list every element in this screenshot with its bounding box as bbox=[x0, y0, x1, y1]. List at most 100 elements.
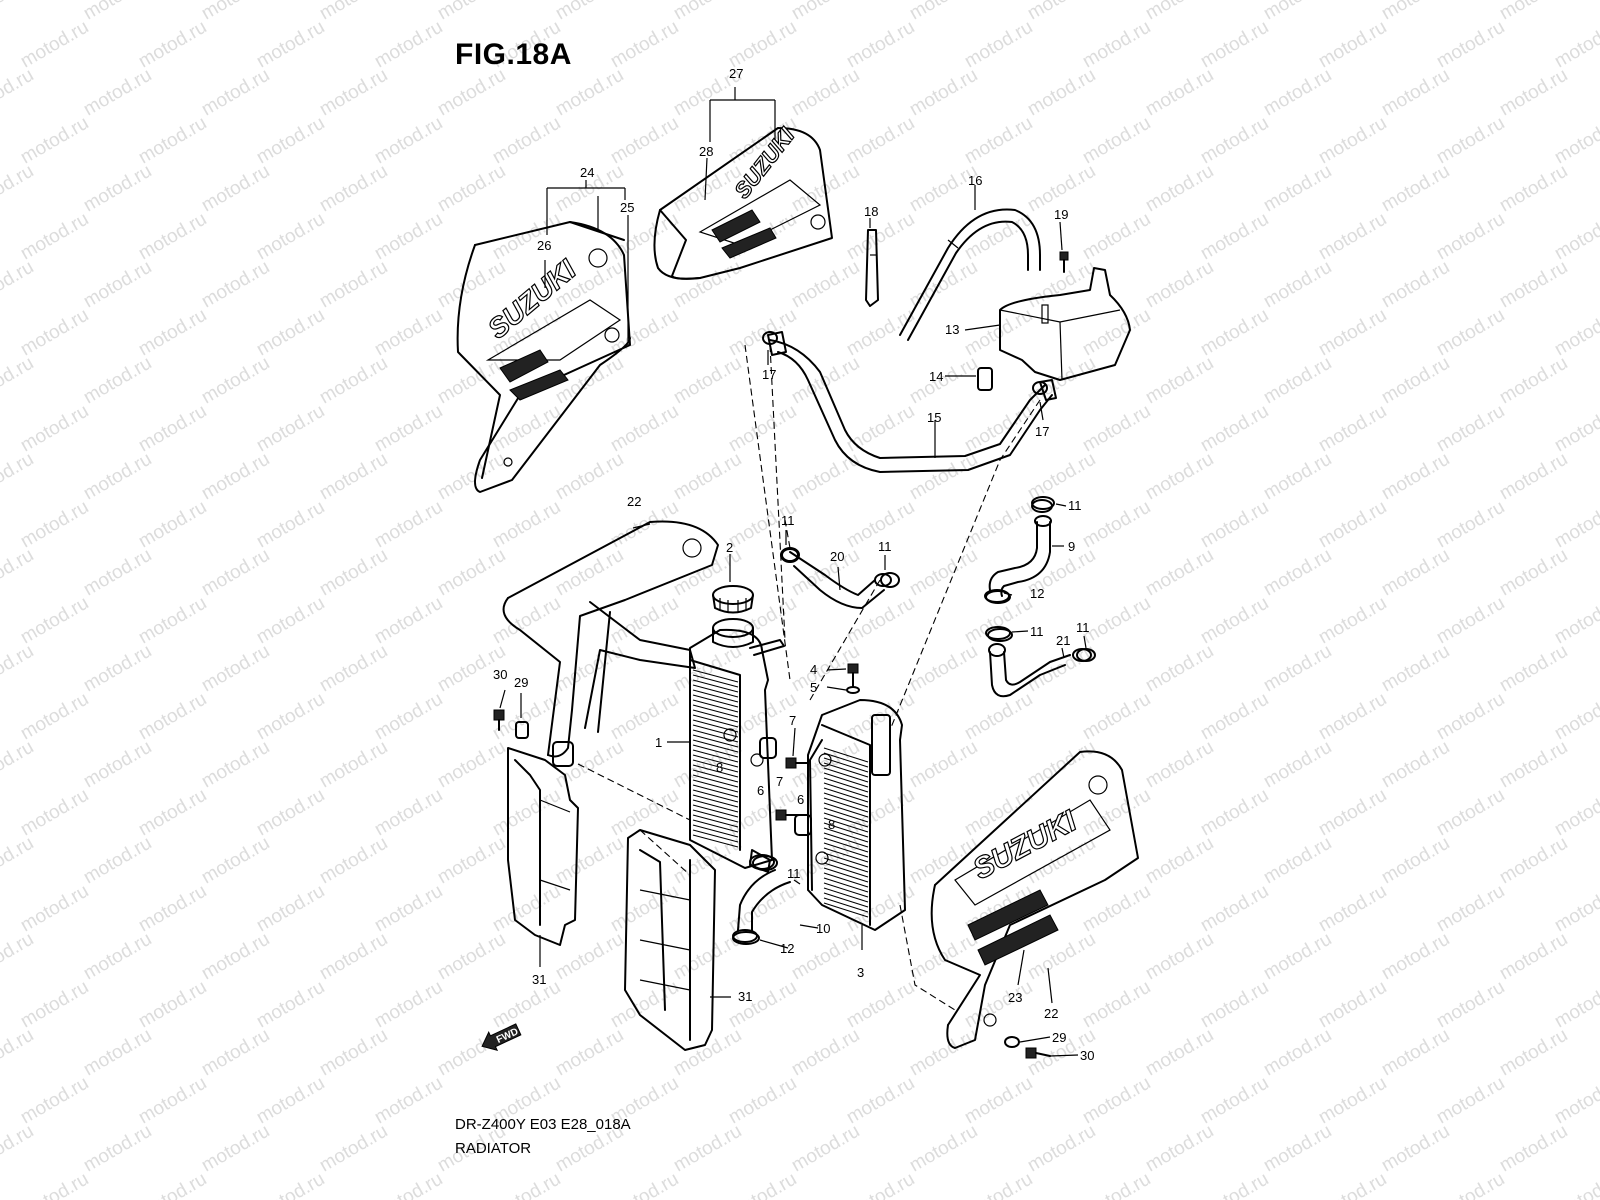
watermark-text: motod.ru bbox=[1260, 1025, 1335, 1081]
watermark-text: motod.ru bbox=[135, 689, 210, 745]
watermark-text: motod.ru bbox=[1142, 353, 1217, 409]
radiator-fin bbox=[692, 724, 739, 738]
watermark-text: motod.ru bbox=[725, 17, 800, 73]
watermark-text: motod.ru bbox=[0, 0, 37, 24]
watermark-text: motod.ru bbox=[1551, 305, 1600, 361]
watermark-text: motod.ru bbox=[843, 209, 918, 265]
watermark-text: motod.ru bbox=[198, 929, 273, 985]
watermark-text: motod.ru bbox=[253, 401, 328, 457]
radiator-cap-2 bbox=[712, 585, 754, 614]
watermark-text: motod.ru bbox=[135, 785, 210, 841]
watermark-text: motod.ru bbox=[961, 305, 1036, 361]
grommet-6-upper bbox=[759, 737, 777, 759]
watermark-text: motod.ru bbox=[1551, 113, 1600, 169]
watermark-text: motod.ru bbox=[253, 689, 328, 745]
radiator-fin bbox=[692, 759, 739, 773]
watermark-text: motod.ru bbox=[198, 1025, 273, 1081]
radiator-fin bbox=[823, 877, 869, 893]
cushion-29-right bbox=[1004, 1036, 1020, 1048]
callout-13: 13 bbox=[945, 322, 959, 337]
watermark-text: motod.ru bbox=[198, 737, 273, 793]
watermark-text: motod.ru bbox=[607, 1169, 682, 1200]
watermark-text: motod.ru bbox=[1024, 737, 1099, 793]
radiator-fin bbox=[823, 847, 869, 863]
bolt-19 bbox=[1059, 251, 1069, 273]
callout-18: 18 bbox=[864, 204, 878, 219]
callout-labels: 27 28 24 25 26 16 18 19 13 14 17 15 17 1… bbox=[493, 66, 1094, 1063]
radiator-fin bbox=[823, 747, 869, 763]
watermark-text: motod.ru bbox=[906, 161, 981, 217]
watermark-text: motod.ru bbox=[1315, 977, 1390, 1033]
callout-4: 4 bbox=[810, 662, 817, 677]
watermark-text: motod.ru bbox=[1197, 977, 1272, 1033]
callout-3: 3 bbox=[857, 965, 864, 980]
watermark-text: motod.ru bbox=[1024, 0, 1099, 24]
radiator-fin bbox=[823, 872, 869, 888]
watermark-text: motod.ru bbox=[1496, 833, 1571, 889]
watermark-text: motod.ru bbox=[1142, 0, 1217, 24]
watermark-text: motod.ru bbox=[0, 929, 37, 985]
watermark-text: motod.ru bbox=[843, 1073, 918, 1129]
watermark-text: motod.ru bbox=[1197, 689, 1272, 745]
watermark-text: motod.ru bbox=[670, 449, 745, 505]
radiator-fin bbox=[823, 777, 869, 793]
watermark-text: motod.ru bbox=[788, 65, 863, 121]
radiator-fin bbox=[823, 862, 869, 878]
watermark-text: motod.ru bbox=[1315, 401, 1390, 457]
callout-30b: 30 bbox=[1080, 1048, 1094, 1063]
watermark-text: motod.ru bbox=[670, 0, 745, 24]
watermark-text: motod.ru bbox=[1378, 65, 1453, 121]
watermark-text: motod.ru bbox=[1433, 113, 1508, 169]
watermark-text: motod.ru bbox=[17, 401, 92, 457]
radiator-fin bbox=[823, 842, 869, 858]
callout-6b: 6 bbox=[797, 792, 804, 807]
watermark-text: motod.ru bbox=[17, 881, 92, 937]
callout-9: 9 bbox=[1068, 539, 1075, 554]
watermark-text: motod.ru bbox=[552, 737, 627, 793]
radiator-fin bbox=[692, 694, 739, 708]
watermark-text: motod.ru bbox=[607, 881, 682, 937]
radiator-fin bbox=[692, 829, 739, 843]
callout-30a: 30 bbox=[493, 667, 507, 682]
watermark-text: motod.ru bbox=[1197, 785, 1272, 841]
watermark-text: motod.ru bbox=[1142, 161, 1217, 217]
watermark-text: motod.ru bbox=[0, 257, 37, 313]
callout-24: 24 bbox=[580, 165, 594, 180]
watermark-text: motod.ru bbox=[1260, 257, 1335, 313]
watermark-text: motod.ru bbox=[371, 593, 446, 649]
radiator-fin bbox=[692, 809, 739, 823]
watermark-text: motod.ru bbox=[1197, 1169, 1272, 1200]
watermark-text: motod.ru bbox=[135, 401, 210, 457]
watermark-text: motod.ru bbox=[198, 1121, 273, 1177]
hose-21 bbox=[987, 628, 1092, 698]
watermark-text: motod.ru bbox=[1378, 641, 1453, 697]
watermark-text: motod.ru bbox=[489, 785, 564, 841]
watermark-text: motod.ru bbox=[1551, 1169, 1600, 1200]
watermark-text: motod.ru bbox=[371, 1169, 446, 1200]
radiator-shroud-left-upper: SUZUKI bbox=[456, 221, 631, 493]
watermark-text: motod.ru bbox=[371, 977, 446, 1033]
watermark-text: motod.ru bbox=[253, 113, 328, 169]
watermark-text: motod.ru bbox=[80, 1025, 155, 1081]
watermark-text: motod.ru bbox=[198, 65, 273, 121]
callout-21: 21 bbox=[1056, 633, 1070, 648]
watermark-text: motod.ru bbox=[1142, 737, 1217, 793]
watermark-text: motod.ru bbox=[371, 113, 446, 169]
watermark-text: motod.ru bbox=[253, 209, 328, 265]
watermark-text: motod.ru bbox=[1024, 1121, 1099, 1177]
watermark-text: motod.ru bbox=[607, 689, 682, 745]
callout-29b: 29 bbox=[1052, 1030, 1066, 1045]
watermark-text: motod.ru bbox=[1378, 1025, 1453, 1081]
watermark-text: motod.ru bbox=[135, 305, 210, 361]
watermark-text: motod.ru bbox=[552, 641, 627, 697]
callout-26: 26 bbox=[537, 238, 551, 253]
watermark-text: motod.ru bbox=[1079, 881, 1154, 937]
watermark-text: motod.ru bbox=[371, 17, 446, 73]
watermark-text: motod.ru bbox=[552, 929, 627, 985]
watermark-text: motod.ru bbox=[1079, 689, 1154, 745]
watermark-text: motod.ru bbox=[1496, 1121, 1571, 1177]
watermark-text: motod.ru bbox=[1197, 401, 1272, 457]
radiator-fin bbox=[692, 764, 739, 778]
watermark-text: motod.ru bbox=[1433, 209, 1508, 265]
watermark-text: motod.ru bbox=[725, 1073, 800, 1129]
